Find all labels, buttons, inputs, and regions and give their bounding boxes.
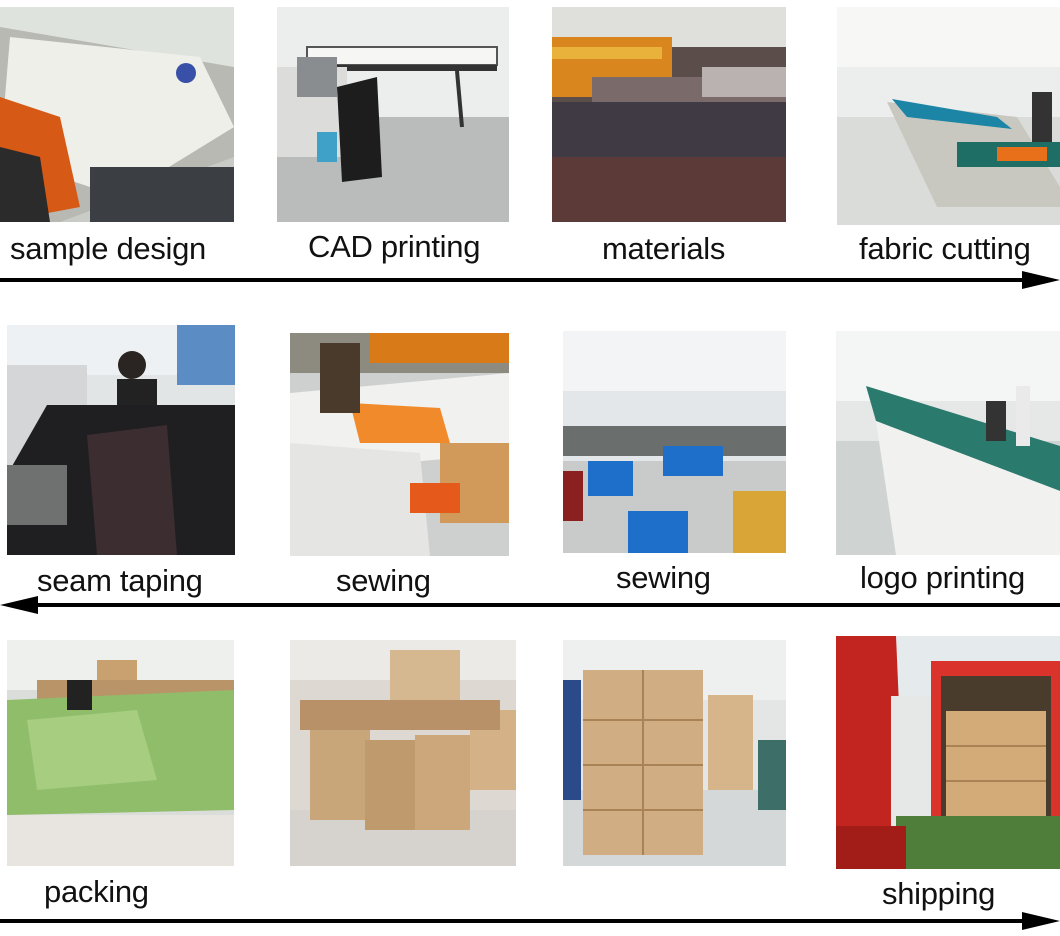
step-label: sample design (10, 231, 206, 266)
photo-sewing-1 (290, 333, 509, 556)
photo-fabric-cutting (837, 7, 1060, 225)
step-label: materials (602, 231, 726, 266)
step-label: CAD printing (308, 229, 481, 264)
photo-shipping (836, 636, 1060, 869)
photo-boxes-1 (290, 640, 516, 866)
photo-seam-taping (7, 325, 235, 555)
flow-arrow-left (0, 592, 1060, 618)
step-label: logo printing (860, 560, 1025, 595)
photo-boxes-2 (563, 640, 786, 866)
photo-materials (552, 7, 786, 222)
photo-sewing-2 (563, 331, 786, 553)
step-label: sewing (336, 563, 431, 598)
step-label: shipping (882, 876, 996, 911)
step-label: seam taping (37, 563, 203, 598)
flow-arrow-right (0, 267, 1060, 293)
step-label: packing (44, 874, 149, 909)
photo-sample-design (0, 7, 234, 222)
step-label: fabric cutting (859, 231, 1031, 266)
photo-packing (7, 640, 234, 866)
photo-logo-printing (836, 331, 1060, 555)
flow-arrow-right (0, 908, 1060, 934)
photo-cad-printing (277, 7, 509, 222)
step-label: sewing (616, 560, 711, 595)
